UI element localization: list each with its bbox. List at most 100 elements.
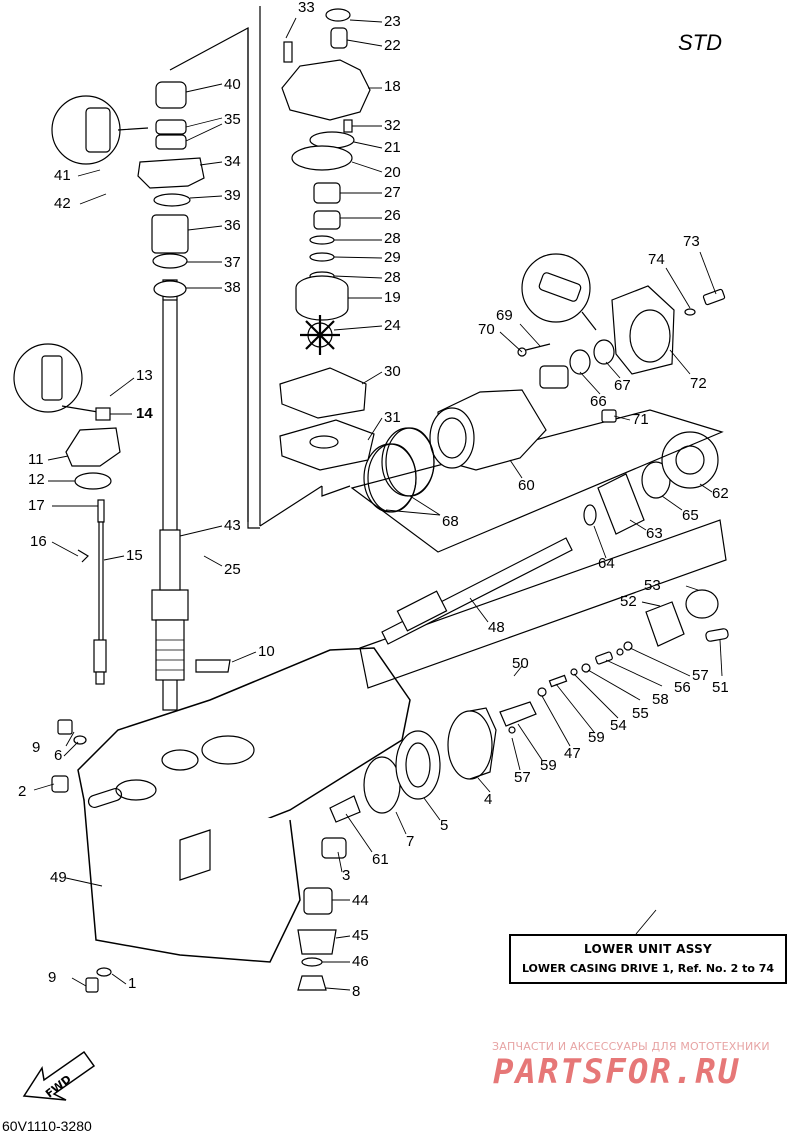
- callout-60: 60: [518, 477, 535, 494]
- callout-65: 65: [682, 507, 699, 524]
- propshaft-frame: [359, 519, 727, 689]
- callout-56: 56: [674, 679, 691, 696]
- leader-lines: [33, 17, 723, 991]
- callout-59b: 57: [514, 769, 531, 786]
- callout-66: 66: [590, 393, 607, 410]
- callout-20: 20: [384, 164, 401, 181]
- callout-37: 37: [224, 254, 241, 271]
- assembly-subtitle: LOWER CASING DRIVE 1, Ref. No. 2 to 74: [521, 962, 775, 975]
- callout-63: 63: [646, 525, 663, 542]
- callout-27: 27: [384, 184, 401, 201]
- callout-41: 41: [54, 167, 71, 184]
- callout-53: 53: [644, 577, 661, 594]
- callout-67: 67: [614, 377, 631, 394]
- callout-9: 6: [54, 747, 63, 764]
- o-ring: [363, 443, 417, 513]
- callout-40: 40: [224, 76, 241, 93]
- callout-59: 50: [512, 655, 529, 672]
- callout-2: 49: [50, 869, 67, 886]
- callout-24: 24: [384, 317, 401, 334]
- callout-68: 68: [442, 513, 459, 530]
- propeller-shaft: [381, 431, 719, 645]
- watermark-tagline: ЗАПЧАСТИ И АКСЕССУАРЫ ДЛЯ МОТОТЕХНИКИ: [492, 1040, 770, 1053]
- callout-44: 45: [352, 927, 369, 944]
- callout-23: 23: [384, 13, 401, 30]
- callout-15: 15: [126, 547, 143, 564]
- callout-12: 12: [28, 471, 45, 488]
- driveshaft-parts: [137, 81, 205, 298]
- callout-55: 55: [632, 705, 649, 722]
- callout-30: 30: [384, 363, 401, 380]
- callout-4: 5: [440, 817, 449, 834]
- callout-18: 18: [384, 78, 401, 95]
- clutch-group: [537, 589, 729, 697]
- callout-57: 57: [692, 667, 709, 684]
- callout-22: 22: [384, 37, 401, 54]
- callout-57b: 47: [564, 745, 581, 762]
- o-ring: [381, 427, 435, 497]
- watermark-logo: PARTSFOR.RU: [493, 1052, 741, 1092]
- sealant-symbols: [51, 95, 597, 331]
- callout-46: 8: [352, 983, 361, 1000]
- callout-52: 52: [620, 593, 637, 610]
- callout-19: 19: [384, 289, 401, 306]
- callout-47: 4: [484, 791, 493, 808]
- drawing-code: 60V1110-3280: [2, 1118, 92, 1134]
- callout-39: 39: [224, 187, 241, 204]
- callout-6: 2: [18, 783, 27, 800]
- callout-16: 16: [30, 533, 47, 550]
- callout-7: 9: [32, 739, 41, 756]
- lower-casing: [77, 647, 411, 963]
- callout-62: 62: [712, 485, 729, 502]
- shift-rod: [13, 343, 121, 685]
- driveshaft: [151, 279, 189, 711]
- callout-31: 31: [384, 409, 401, 426]
- callout-72: 72: [690, 375, 707, 392]
- callout-33: 33: [298, 0, 315, 16]
- callout-49: 61: [372, 851, 389, 868]
- callout-11: 11: [28, 451, 44, 468]
- frame-line: [259, 485, 323, 527]
- callout-38: 38: [224, 279, 241, 296]
- callout-28: 28: [384, 230, 401, 247]
- callout-35: 35: [224, 111, 241, 128]
- frame-line: [321, 485, 351, 497]
- callout-71: 71: [632, 411, 649, 428]
- callout-73: 73: [683, 233, 700, 250]
- callout-51: 51: [712, 679, 729, 696]
- water-pump: [279, 8, 375, 471]
- callout-69: 69: [496, 307, 513, 324]
- callout-17: 17: [28, 497, 45, 514]
- callout-32: 32: [384, 117, 401, 134]
- variant-label: STD: [678, 30, 722, 55]
- callout-3: 44: [352, 892, 369, 909]
- callout-58: 58: [652, 691, 669, 708]
- callout-34: 34: [224, 153, 241, 170]
- pinion-group: [297, 795, 361, 991]
- callout-25: 25: [224, 561, 241, 578]
- callout-10: 10: [258, 643, 275, 660]
- callout-61: 3: [342, 867, 351, 884]
- callout-36: 36: [224, 217, 241, 234]
- callout-5: 7: [406, 833, 415, 850]
- callout-64: 64: [598, 555, 615, 572]
- callout-26: 26: [384, 207, 401, 224]
- assembly-title: LOWER UNIT ASSY: [583, 942, 713, 956]
- assembly-title-box: LOWER UNIT ASSY LOWER CASING DRIVE 1, Re…: [509, 934, 787, 984]
- callout-13: 13: [136, 367, 153, 384]
- propeller-housing: [367, 285, 726, 513]
- callout-8: 9: [48, 969, 57, 986]
- callout-43: 43: [224, 517, 241, 534]
- bearing-housing: [363, 701, 537, 814]
- callout-54: 59: [588, 729, 605, 746]
- callout-50: 59: [540, 757, 557, 774]
- housing-frame: [350, 409, 724, 553]
- fwd-arrow: [22, 1050, 96, 1101]
- callout-42: 42: [54, 195, 71, 212]
- callout-29: 29: [384, 249, 401, 266]
- callout-21: 21: [384, 139, 401, 156]
- callout-74: 74: [648, 251, 665, 268]
- callout-48: 48: [488, 619, 505, 636]
